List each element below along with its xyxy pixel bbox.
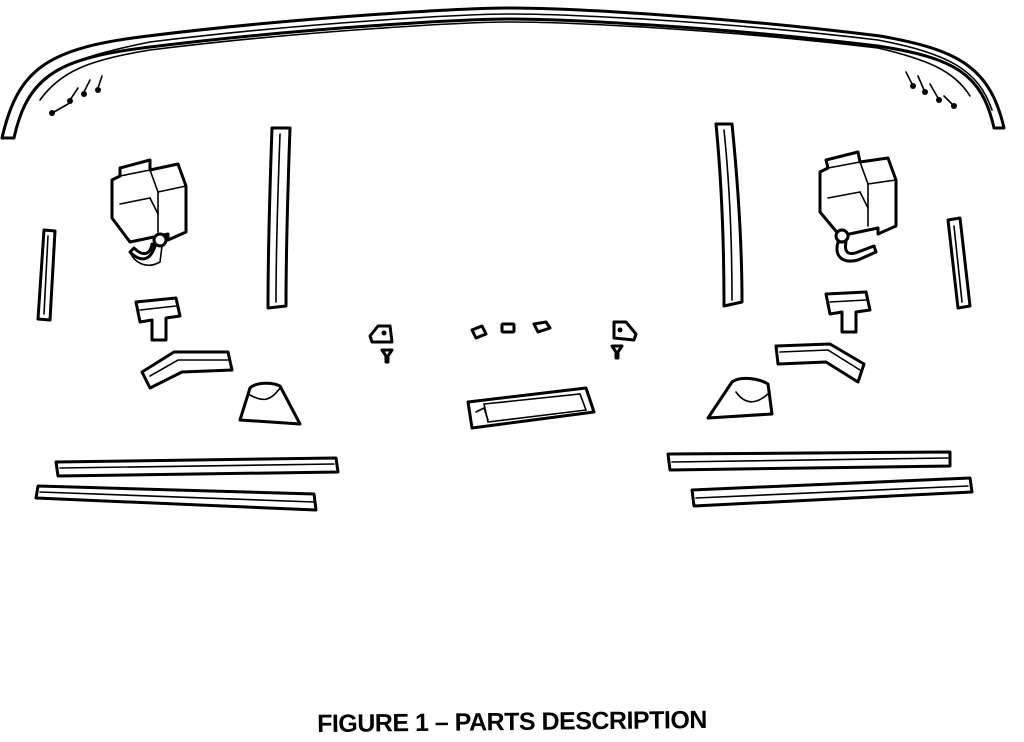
bracket-left	[368, 324, 394, 344]
vertical-trim-strip-left-inner	[266, 126, 292, 310]
t-connector-left	[134, 296, 182, 342]
vertical-trim-strip-right-outer	[946, 216, 972, 310]
reflector-right	[706, 376, 774, 420]
reflector-left	[238, 381, 302, 426]
center-lamp-lens	[466, 386, 596, 430]
center-clip-3	[532, 320, 552, 334]
arch-clips-left	[49, 75, 103, 116]
screw-left	[380, 348, 394, 364]
trim-bar-right-lower	[690, 476, 974, 508]
arch-clips-right	[905, 71, 957, 109]
lamp-housing-left	[110, 158, 188, 267]
header-arch-molding	[0, 6, 1006, 140]
bent-channel-right	[774, 342, 866, 384]
lamp-housing-right	[818, 150, 898, 263]
trim-bar-left-upper	[54, 456, 340, 478]
trim-bar-left-lower	[34, 484, 318, 512]
bent-channel-left	[140, 350, 234, 390]
bracket-right	[612, 320, 638, 342]
trim-bar-right-upper	[666, 450, 952, 472]
vertical-trim-strip-left-outer	[36, 228, 57, 322]
screw-right	[610, 344, 624, 360]
center-clip-2	[500, 322, 516, 334]
t-connector-right	[824, 290, 872, 334]
vertical-trim-strip-right-inner	[714, 122, 744, 308]
center-clip-1	[470, 324, 488, 340]
